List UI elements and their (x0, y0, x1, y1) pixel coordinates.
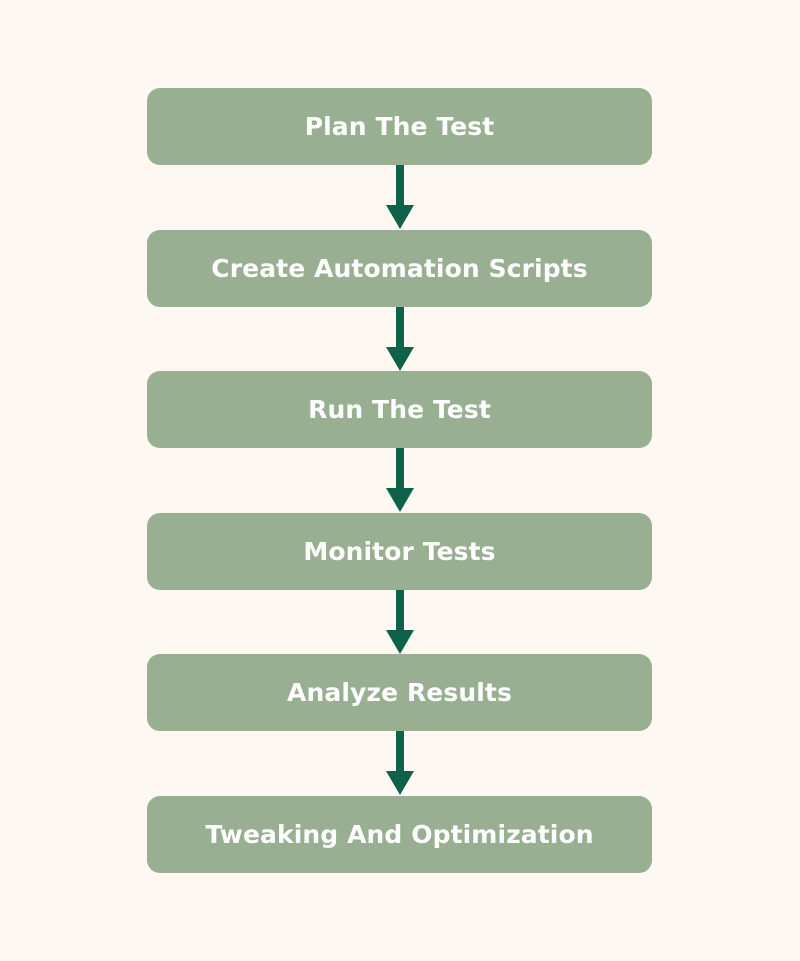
step-monitor-tests: Monitor Tests (147, 513, 652, 590)
arrow-down-icon (384, 165, 416, 229)
arrow-down-icon (384, 448, 416, 512)
step-create-automation-scripts: Create Automation Scripts (147, 230, 652, 307)
step-label: Analyze Results (287, 678, 512, 707)
step-tweaking-and-optimization: Tweaking And Optimization (147, 796, 652, 873)
step-plan-the-test: Plan The Test (147, 88, 652, 165)
step-label: Tweaking And Optimization (205, 820, 594, 849)
step-label: Monitor Tests (303, 537, 496, 566)
step-label: Create Automation Scripts (211, 254, 588, 283)
step-label: Run The Test (308, 395, 491, 424)
arrow-down-icon (384, 731, 416, 795)
step-analyze-results: Analyze Results (147, 654, 652, 731)
step-run-the-test: Run The Test (147, 371, 652, 448)
arrow-down-icon (384, 307, 416, 371)
step-label: Plan The Test (304, 112, 495, 141)
arrow-down-icon (384, 590, 416, 654)
